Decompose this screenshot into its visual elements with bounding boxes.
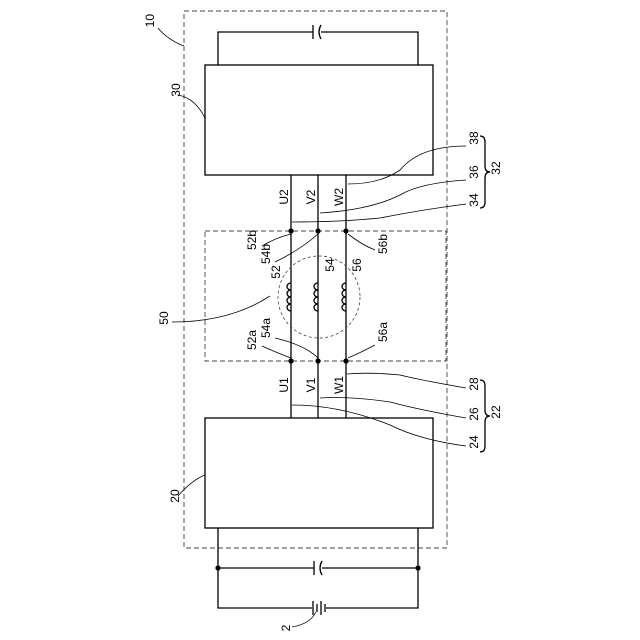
label-coil-56: 56 — [350, 258, 364, 272]
node-56b-dot — [343, 228, 348, 233]
label-term-u1: U1 — [277, 377, 291, 393]
label-node-54a: 54a — [259, 318, 273, 338]
label-node-52b: 52b — [245, 230, 259, 250]
label-dc-source: 2 — [279, 624, 293, 631]
label-node-56a: 56a — [376, 322, 390, 342]
label-coil-52: 52 — [269, 265, 283, 279]
upper-unit-box — [205, 65, 433, 175]
label-wire-36: 36 — [467, 165, 481, 179]
label-wire-28: 28 — [467, 377, 481, 391]
label-term-w2: W2 — [332, 188, 346, 206]
node-54a-dot — [315, 358, 320, 363]
lower-unit-box — [205, 418, 433, 528]
node-56a-dot — [343, 358, 348, 363]
node-52b-dot — [288, 228, 293, 233]
block-boundary — [205, 231, 446, 361]
label-upper-unit: 30 — [169, 83, 183, 97]
battery-symbol — [312, 600, 326, 616]
label-block: 50 — [157, 311, 171, 325]
label-lower-unit: 20 — [168, 489, 182, 503]
label-wire-24: 24 — [467, 435, 481, 449]
label-node-56b: 56b — [376, 234, 390, 254]
label-node-54b: 54b — [259, 244, 273, 264]
node-54b-dot — [315, 228, 320, 233]
upper-capacitor — [218, 25, 418, 65]
label-term-v1: V1 — [304, 377, 318, 392]
label-term-u2: U2 — [277, 189, 291, 205]
label-node-52a: 52a — [245, 330, 259, 350]
label-lower-cable: 22 — [489, 405, 503, 419]
label-device: 10 — [143, 14, 157, 28]
node-52a-dot — [288, 358, 293, 363]
label-wire-34: 34 — [467, 193, 481, 207]
label-wire-38: 38 — [467, 131, 481, 145]
label-term-w1: W1 — [332, 376, 346, 394]
label-coil-54: 54 — [323, 258, 337, 272]
lower-capacitor — [215, 528, 420, 608]
label-term-v2: V2 — [304, 189, 318, 204]
label-wire-26: 26 — [467, 407, 481, 421]
label-upper-cable: 32 — [489, 161, 503, 175]
